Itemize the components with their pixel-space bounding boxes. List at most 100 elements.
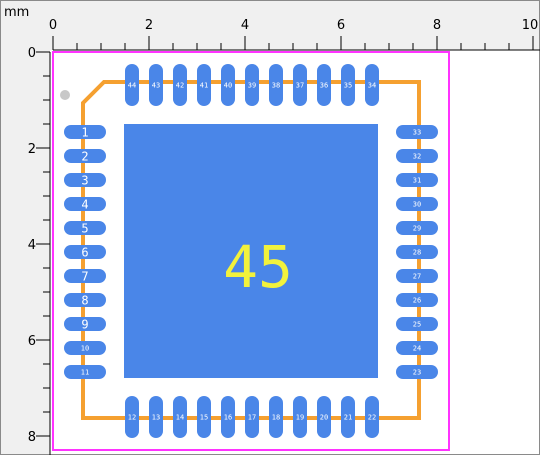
center-thermal-pad[interactable] (124, 124, 378, 378)
pin-pad-shape (269, 396, 283, 438)
pin-pad[interactable]: 17 (245, 396, 259, 438)
pin-pad[interactable]: 29 (396, 221, 438, 235)
pin-pad[interactable]: 12 (125, 396, 139, 438)
pin-number: 41 (200, 82, 208, 90)
pin-pad[interactable]: 33 (396, 125, 438, 139)
pin-pad[interactable]: 10 (64, 341, 106, 355)
pin-pad[interactable]: 6 (64, 245, 106, 259)
pin-pad[interactable]: 36 (317, 64, 331, 106)
pin-pad[interactable]: 1 (64, 125, 106, 139)
pin-number: 32 (413, 153, 421, 161)
pin-number: 33 (413, 129, 421, 137)
pin-pad[interactable]: 28 (396, 245, 438, 259)
pin-pad[interactable]: 14 (173, 396, 187, 438)
pin-pad[interactable]: 9 (64, 317, 106, 331)
pin-pad-shape (341, 64, 355, 106)
pin-pad-shape (396, 341, 438, 355)
pin-number: 13 (152, 414, 160, 422)
center-pad-number: 45 (223, 233, 293, 301)
pin-pad-shape (396, 293, 438, 307)
pin-pad[interactable]: 32 (396, 149, 438, 163)
left-ruler-label: 8 (28, 430, 36, 445)
ruler-unit-label: mm (4, 5, 29, 20)
pin-pad[interactable]: 44 (125, 64, 139, 106)
pin-pad[interactable]: 30 (396, 197, 438, 211)
pin-number: 21 (344, 414, 352, 422)
pin-number: 39 (248, 82, 256, 90)
pin-number: 9 (81, 317, 88, 331)
pin-pad-shape (173, 64, 187, 106)
pin-pad[interactable]: 25 (396, 317, 438, 331)
pin-pad[interactable]: 41 (197, 64, 211, 106)
pin-pad[interactable]: 23 (396, 365, 438, 379)
pin-number: 26 (413, 297, 421, 305)
pin-number: 18 (272, 414, 280, 422)
pin-number: 15 (200, 414, 208, 422)
pin-pad-shape (396, 221, 438, 235)
top-ruler-label: 6 (337, 18, 345, 33)
pin-pad-shape (64, 149, 106, 163)
pin-pad-shape (64, 317, 106, 331)
pin-pad[interactable]: 42 (173, 64, 187, 106)
pin-pad-shape (396, 269, 438, 283)
pin-pad[interactable]: 5 (64, 221, 106, 235)
pin-pad-shape (365, 396, 379, 438)
pin-number: 3 (81, 173, 88, 187)
courtyard-outline (52, 51, 450, 451)
pin-pad[interactable]: 37 (293, 64, 307, 106)
pin-pad[interactable]: 24 (396, 341, 438, 355)
left-ruler (0, 0, 50, 455)
pin-pad[interactable]: 31 (396, 173, 438, 187)
pin-pad[interactable]: 8 (64, 293, 106, 307)
pin-pad-shape (64, 365, 106, 379)
pin-pad-shape (64, 341, 106, 355)
pin-number: 4 (81, 197, 88, 211)
pin-number: 12 (128, 414, 136, 422)
pin-pad-shape (396, 317, 438, 331)
pin-pad-shape (64, 173, 106, 187)
pin-number: 14 (176, 414, 184, 422)
pin-number: 38 (272, 82, 280, 90)
pin-pad-shape (221, 64, 235, 106)
pin-pad[interactable]: 15 (197, 396, 211, 438)
pin-pad[interactable]: 11 (64, 365, 106, 379)
pin-pad[interactable]: 2 (64, 149, 106, 163)
pin-pad-shape (396, 245, 438, 259)
pin-pad[interactable]: 20 (317, 396, 331, 438)
pin-pad-shape (149, 396, 163, 438)
pin-pad[interactable]: 18 (269, 396, 283, 438)
pin-number: 6 (81, 245, 88, 259)
pin-number: 10 (81, 345, 89, 353)
pin-number: 44 (128, 82, 136, 90)
pin-pad[interactable]: 26 (396, 293, 438, 307)
pin-pad[interactable]: 7 (64, 269, 106, 283)
pin-pad[interactable]: 16 (221, 396, 235, 438)
pin-pad[interactable]: 27 (396, 269, 438, 283)
pin-pad[interactable]: 38 (269, 64, 283, 106)
pin-pad[interactable]: 19 (293, 396, 307, 438)
pin-pad[interactable]: 4 (64, 197, 106, 211)
top-ruler-label: 4 (241, 18, 249, 33)
pin-pad-shape (64, 221, 106, 235)
pin-pad[interactable]: 40 (221, 64, 235, 106)
pin-number: 1 (81, 125, 88, 139)
pin-pad-shape (221, 396, 235, 438)
pin-pad[interactable]: 35 (341, 64, 355, 106)
pin-pad[interactable]: 34 (365, 64, 379, 106)
pin-pad[interactable]: 3 (64, 173, 106, 187)
left-ruler-label: 6 (28, 334, 36, 349)
pin-pad[interactable]: 13 (149, 396, 163, 438)
pin-pad-shape (197, 396, 211, 438)
pin-number: 11 (81, 369, 89, 377)
pin-pad[interactable]: 22 (365, 396, 379, 438)
pin-number: 23 (413, 369, 421, 377)
pin-pad-shape (396, 149, 438, 163)
pin-pad[interactable]: 39 (245, 64, 259, 106)
pin-pad-shape (64, 245, 106, 259)
pin-pad[interactable]: 21 (341, 396, 355, 438)
pin-pad[interactable]: 43 (149, 64, 163, 106)
pin-number: 35 (344, 82, 352, 90)
top-ruler (0, 0, 540, 50)
